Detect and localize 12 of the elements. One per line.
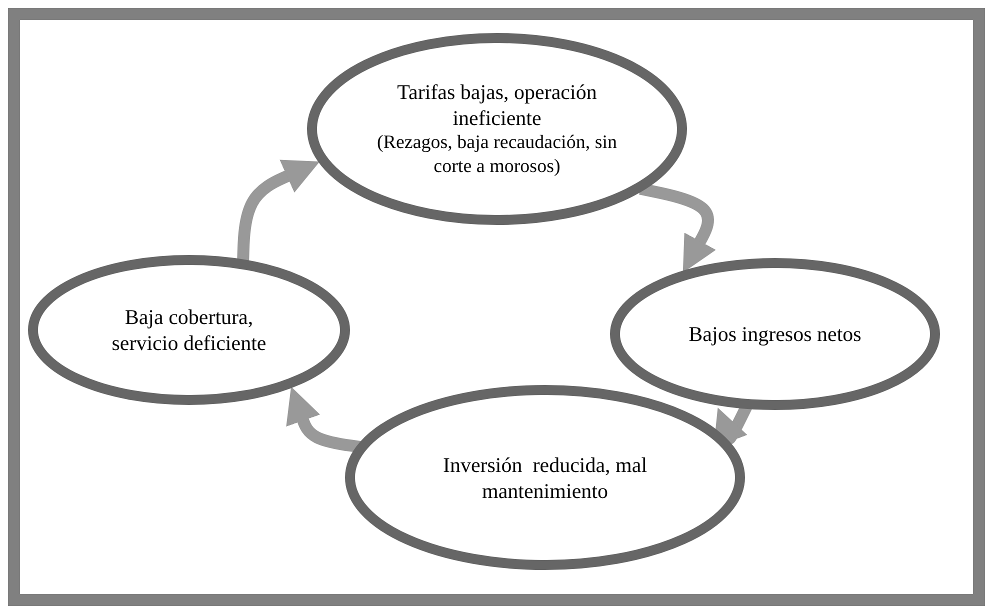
curved-arrow xyxy=(237,160,320,262)
node-note: (Rezagos, baja recaudación, sin corte a morosos) xyxy=(376,131,618,179)
curved-arrow xyxy=(286,386,361,453)
node-label: Baja cobertura, servicio deficiente xyxy=(110,304,268,356)
cycle-ellipse xyxy=(345,385,745,570)
node-label: Tarifas bajas, operación ineficiente xyxy=(396,79,598,131)
cycle-ellipse xyxy=(28,255,350,405)
cycle-ellipse xyxy=(307,33,687,225)
node-label: Bajos ingresos netos xyxy=(688,321,862,347)
node-label: Inversión reducida, mal mantenimiento xyxy=(442,452,648,504)
curved-arrow xyxy=(639,182,716,273)
cycle-ellipse xyxy=(610,258,940,410)
